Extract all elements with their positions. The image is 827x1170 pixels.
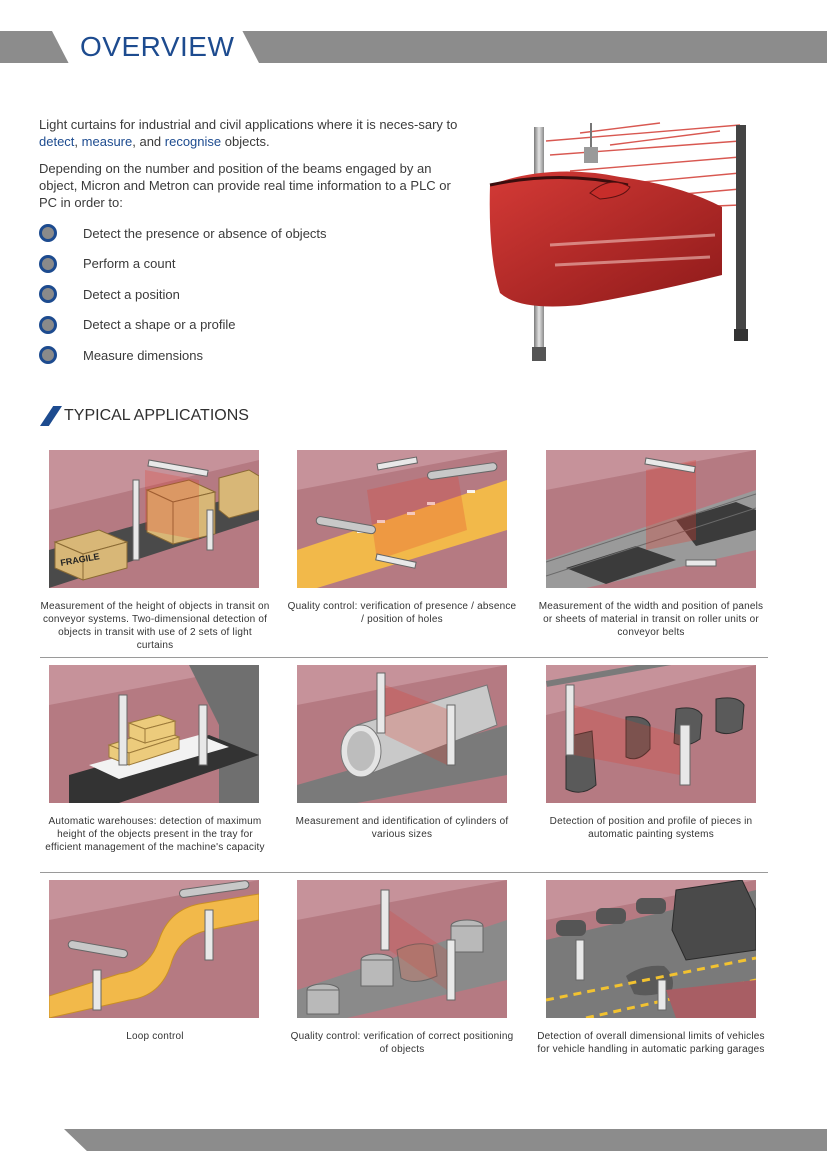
bullet-dot-icon — [39, 346, 57, 365]
application-caption: Automatic warehouses: detection of maxim… — [45, 816, 265, 853]
capability-list: Detect the presence or absence of object… — [39, 218, 439, 371]
list-item: Detect a shape or a profile — [39, 310, 439, 341]
application-image-holes — [297, 450, 507, 588]
highlight-detect: detect — [39, 134, 75, 149]
list-item: Perform a count — [39, 249, 439, 280]
bullet-dot-icon — [39, 224, 57, 243]
intro-paragraph-1: Light curtains for industrial and civil … — [39, 117, 458, 149]
page-title: OVERVIEW — [80, 31, 235, 62]
application-caption: Quality control: verification of correct… — [290, 1031, 514, 1055]
title-plate — [52, 31, 259, 63]
bullet-dot-icon — [39, 285, 57, 304]
row-divider — [40, 872, 768, 873]
highlight-recognise: recognise — [164, 134, 222, 149]
bullet-dot-icon — [39, 254, 57, 273]
application-caption: Detection of overall dimensional limits … — [537, 1031, 765, 1055]
intro-paragraph-2: Depending on the number and position of … — [39, 161, 451, 210]
application-image-cylinders — [297, 665, 507, 803]
application-image-box-height: FRAGILE — [49, 450, 259, 588]
application-image-loop — [49, 880, 259, 1018]
light-curtain-car-image — [489, 122, 748, 361]
section-header: TYPICAL APPLICATIONS — [40, 404, 249, 428]
section-title: TYPICAL APPLICATIONS — [64, 407, 249, 424]
intro-text: Light curtains for industrial and civil … — [39, 116, 459, 221]
application-image-panels — [546, 450, 756, 588]
bullet-dot-icon — [39, 315, 57, 334]
application-image-painting — [546, 665, 756, 803]
list-item: Detect a position — [39, 279, 439, 310]
footer-band — [64, 1129, 827, 1151]
application-caption: Measurement of the height of objects in … — [40, 601, 270, 651]
application-caption: Detection of position and profile of pie… — [549, 816, 753, 840]
highlight-measure: measure — [81, 134, 133, 149]
application-caption: Quality control: verification of presenc… — [287, 601, 517, 625]
application-image-warehouse — [49, 665, 259, 803]
application-image-positioning — [297, 880, 507, 1018]
hero-illustration — [460, 115, 780, 377]
application-image-parking — [546, 880, 756, 1018]
list-item: Measure dimensions — [39, 340, 439, 371]
list-item: Detect the presence or absence of object… — [39, 218, 439, 249]
section-slash-icon — [40, 406, 62, 426]
row-divider — [40, 657, 768, 658]
application-caption: Measurement and identification of cylind… — [295, 816, 509, 840]
application-caption: Loop control — [126, 1031, 184, 1042]
application-caption: Measurement of the width and position of… — [538, 601, 764, 638]
